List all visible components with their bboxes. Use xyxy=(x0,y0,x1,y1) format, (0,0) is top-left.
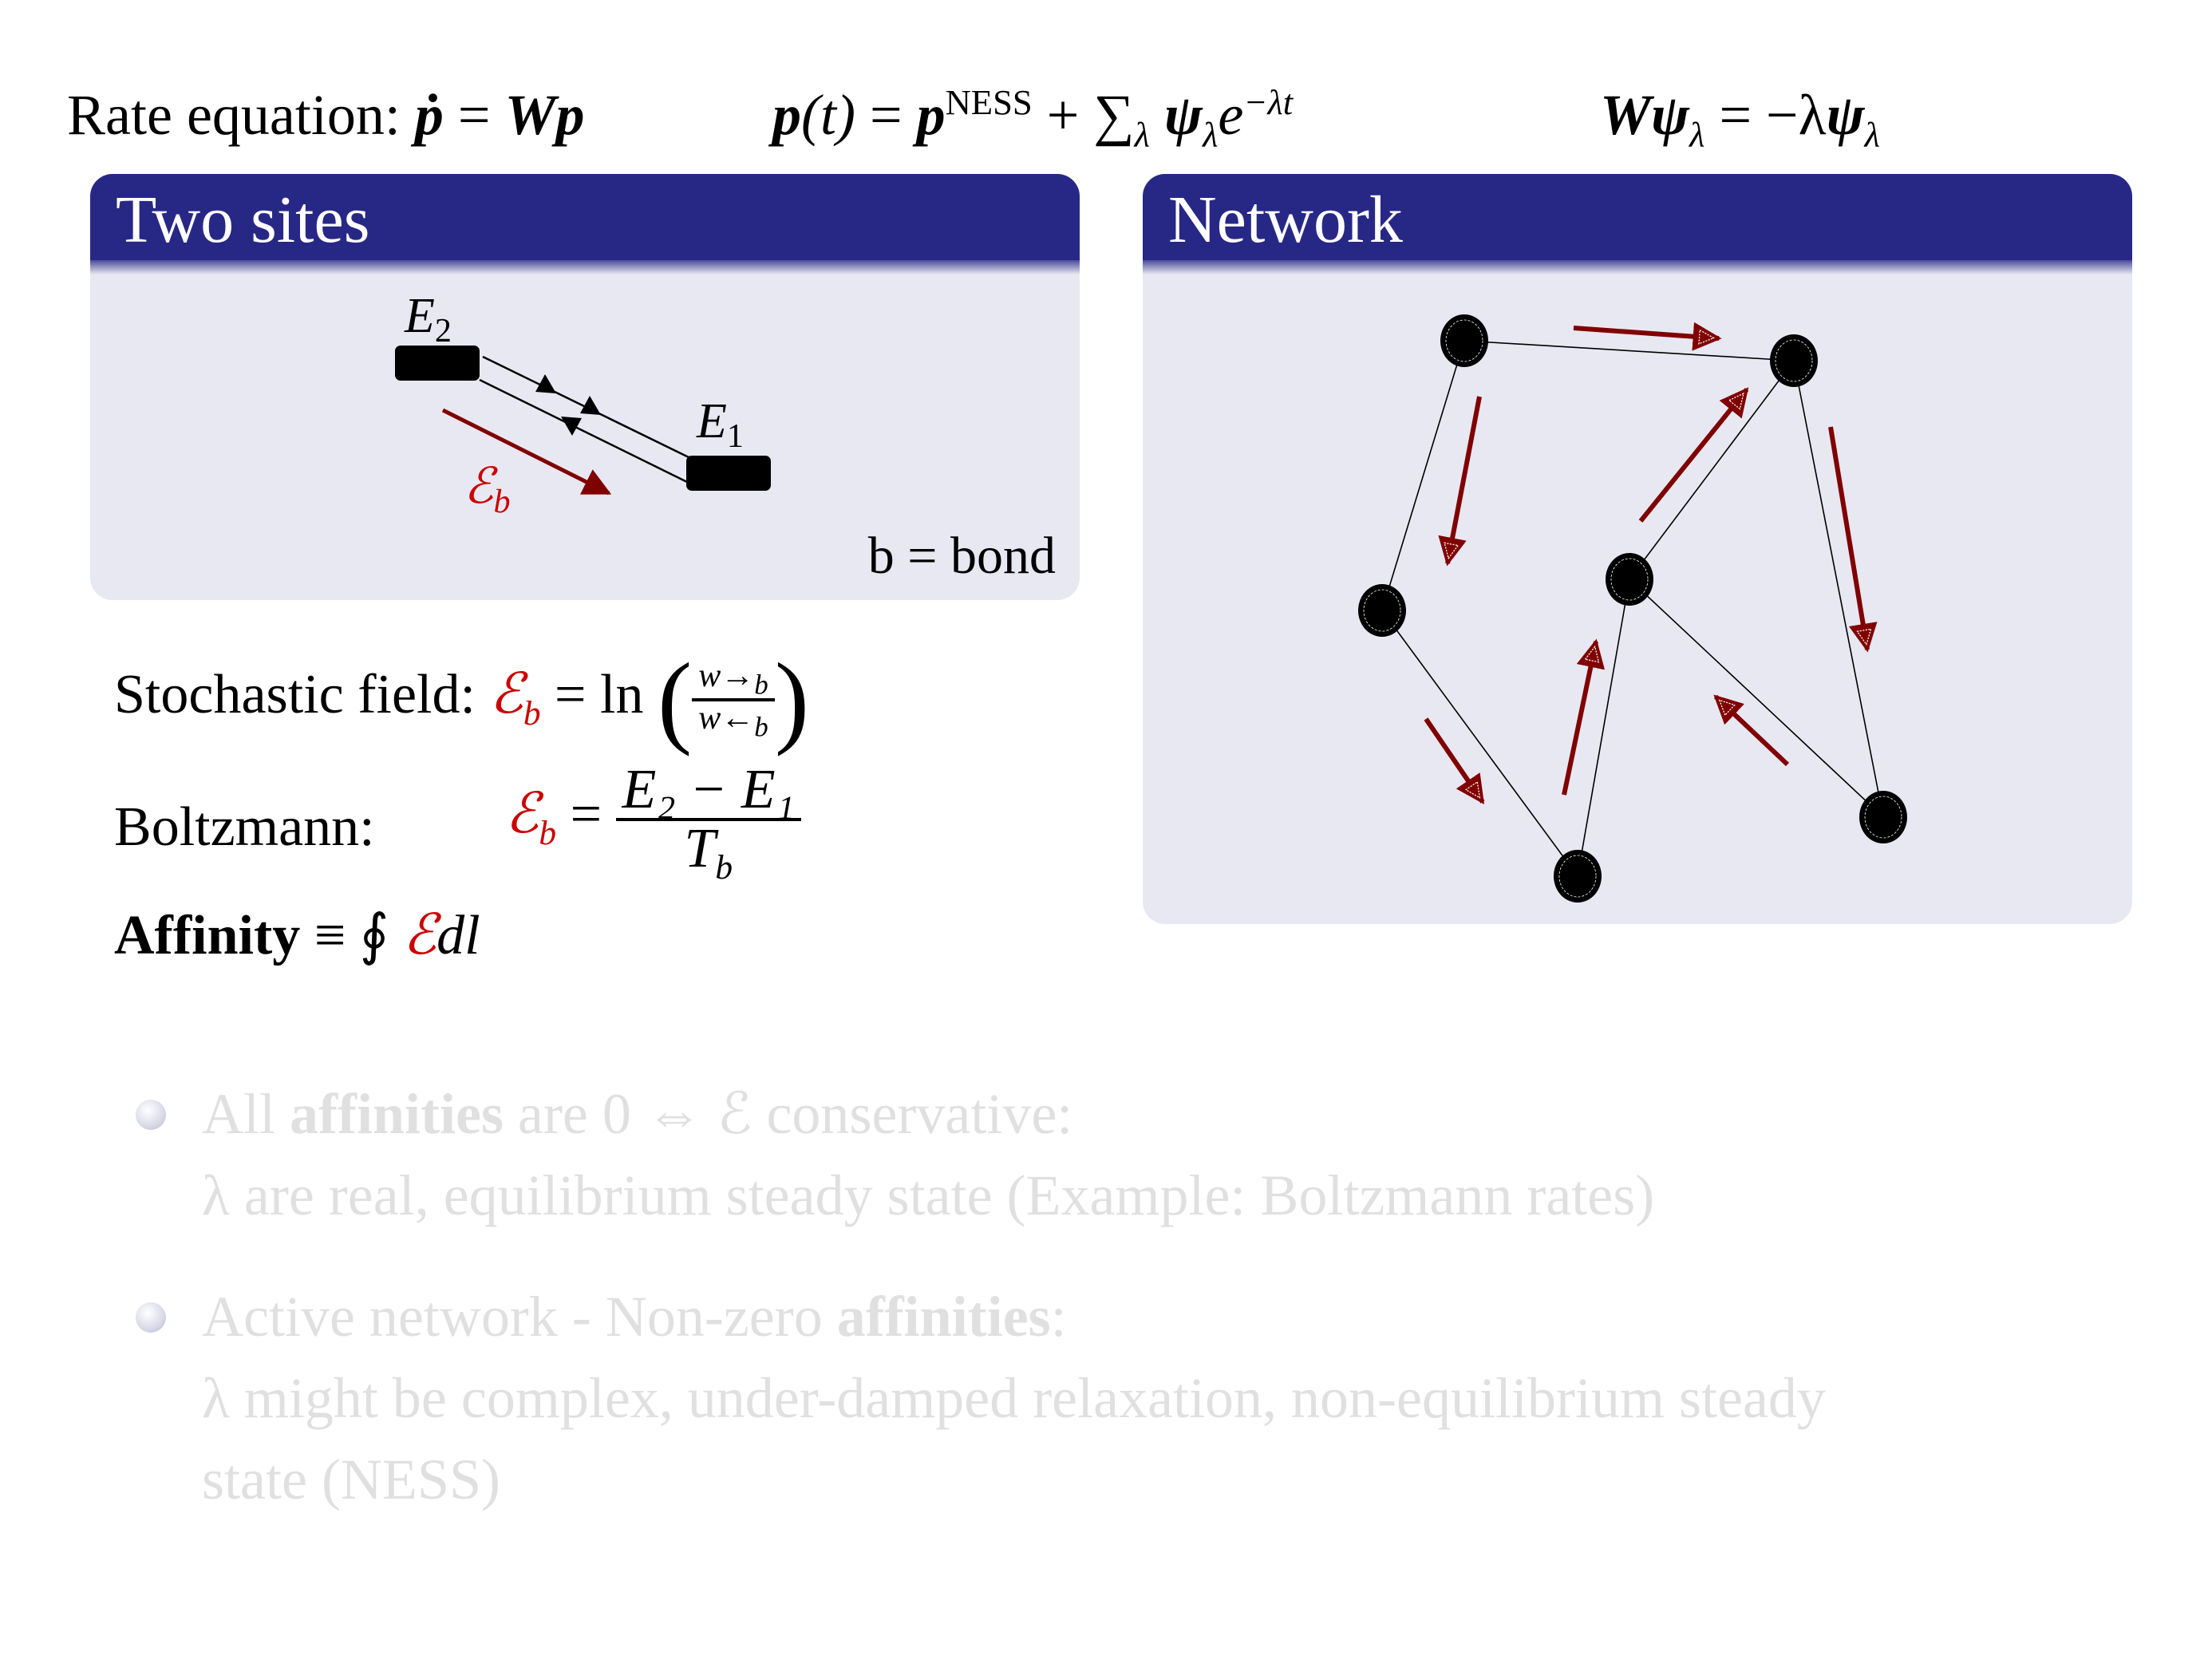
forward-arrowhead-2 xyxy=(580,396,601,415)
eig-psi: ψ xyxy=(1651,83,1690,147)
two-sites-diagram: E2 E1 ℰb b = bond xyxy=(395,289,1056,585)
affinity-def: ≡ ∮ xyxy=(300,905,403,966)
rate-backward: w←b xyxy=(698,700,768,743)
boltzmann-numerator: E₂ − E₁ xyxy=(615,762,802,821)
boltzmann-label: Boltzmann: xyxy=(114,796,375,858)
decomp-p-ness: p xyxy=(916,83,946,147)
energy-level-upper xyxy=(395,346,480,381)
eigen-equation: Wψλ = −λψλ xyxy=(1600,83,1880,152)
two-sites-block: Two sites E2 E1 ℰb b = bond xyxy=(90,174,1080,600)
current-arrow xyxy=(1448,396,1482,563)
bullet-1-line-2: λ are real, equilibrium steady state (Ex… xyxy=(202,1163,1655,1227)
eig-psi2: ψ xyxy=(1826,83,1865,147)
network-edge xyxy=(1381,610,1578,877)
rate-equation-label: Rate equation: xyxy=(67,83,401,147)
decomp-eq: = xyxy=(855,83,917,147)
network-edge xyxy=(1793,360,1884,818)
network-edge xyxy=(1381,340,1465,611)
field-arrow xyxy=(441,408,612,496)
affinity-formula: Affinity ≡ ∮ ℰdl xyxy=(114,908,480,964)
boltzmann-denominator: Tb xyxy=(684,818,733,887)
psi-subscript: λ xyxy=(1203,114,1219,155)
paren-right: ) xyxy=(774,642,810,757)
stochastic-E: ℰ xyxy=(489,664,523,726)
rate-eq: = xyxy=(443,83,505,147)
bullet-2-line-1: Active network - Non-zero affinities: xyxy=(202,1285,1067,1349)
affinity-E: ℰ xyxy=(402,905,437,966)
boltzmann-eq: = xyxy=(556,784,616,846)
bond-note: b = bond xyxy=(868,527,1056,585)
decomp-p: p xyxy=(772,83,801,147)
current-arrow xyxy=(1716,697,1790,767)
network-node xyxy=(1606,553,1653,606)
rate-forward: w→b xyxy=(692,659,775,701)
network-node xyxy=(1554,850,1602,903)
ness-superscript: NESS xyxy=(945,82,1033,122)
network-diagram xyxy=(1358,174,1907,903)
network-edge xyxy=(1577,579,1630,877)
sum-symbol: + ∑ xyxy=(1032,83,1135,147)
eig-eq: = −λ xyxy=(1704,83,1827,147)
stochastic-sub: b xyxy=(523,694,541,733)
network-node xyxy=(1770,334,1818,387)
decomposition-equation: p(t) = pNESS + ∑λ ψλe−λt xyxy=(772,83,1293,152)
bullet-icon xyxy=(136,1100,166,1130)
network-edge xyxy=(1463,340,1795,361)
eig-W: W xyxy=(1600,83,1652,147)
upper-level-label: E2 xyxy=(404,289,452,350)
affinity-label: Affinity xyxy=(114,905,301,966)
sum-subscript: λ xyxy=(1134,114,1150,155)
two-sites-title: Two sites xyxy=(116,183,370,257)
boltzmann-sub: b xyxy=(539,814,557,853)
exp-e: e xyxy=(1218,83,1244,147)
network-edge xyxy=(1629,360,1795,580)
rate-rhs: Wp xyxy=(504,83,585,147)
network-title: Network xyxy=(1168,183,1403,257)
field-label: ℰb xyxy=(464,460,511,520)
psi: ψ xyxy=(1149,83,1203,147)
exp-exponent: −λt xyxy=(1243,82,1294,122)
lower-level-label: E1 xyxy=(696,394,744,455)
network-header: Network xyxy=(1143,174,2132,275)
backward-transition-line xyxy=(479,378,688,484)
rate-equation: Rate equation: ṗ = Wp xyxy=(67,86,585,144)
current-arrow xyxy=(1562,642,1596,796)
bullet-2-line-2: λ might be complex, under-damped relaxat… xyxy=(202,1366,1826,1430)
eig-sub2: λ xyxy=(1864,114,1880,155)
bullet-2-line-3: state (NESS) xyxy=(202,1448,500,1511)
current-arrow xyxy=(1424,717,1483,802)
current-arrow xyxy=(1573,328,1719,338)
network-node xyxy=(1358,584,1406,637)
current-arrow xyxy=(1638,389,1747,523)
bullet-icon xyxy=(136,1302,166,1333)
paren-left: ( xyxy=(657,642,693,757)
boltzmann-E: ℰ xyxy=(505,784,539,846)
network-block: Network xyxy=(1143,174,2132,924)
network-node xyxy=(1859,791,1907,843)
affinity-dl: dl xyxy=(436,905,480,966)
stochastic-label: Stochastic field: xyxy=(114,664,490,726)
backward-arrowhead xyxy=(561,417,582,436)
decomp-arg: (t) xyxy=(801,83,855,147)
forward-arrowhead-1 xyxy=(535,374,556,393)
rate-lhs: ṗ xyxy=(414,83,444,147)
two-sites-header: Two sites xyxy=(90,174,1080,275)
energy-level-lower xyxy=(686,456,771,491)
current-arrow xyxy=(1828,426,1867,650)
network-node xyxy=(1440,314,1488,367)
bullet-1-line-1: All affinities are 0 ⇔ ℰ conservative: xyxy=(202,1082,1073,1146)
eig-sub: λ xyxy=(1689,114,1705,155)
network-edge xyxy=(1629,579,1884,818)
stochastic-eq: = ln xyxy=(540,664,644,726)
